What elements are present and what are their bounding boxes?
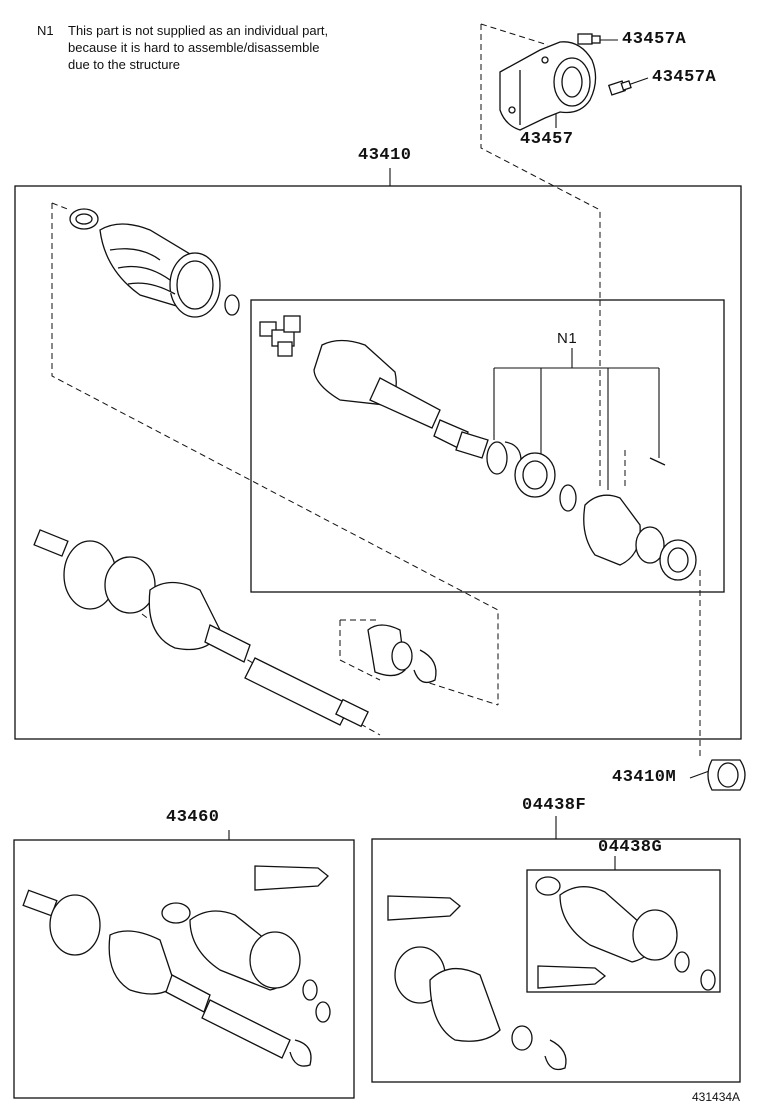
- n1-parts: [486, 441, 697, 581]
- dust-seal: [707, 759, 746, 791]
- inner-boot: [69, 208, 240, 318]
- frame-04438G: [526, 869, 721, 993]
- note-line: because it is hard to assemble/disassemb…: [68, 40, 320, 55]
- leader-lines: [228, 39, 713, 870]
- callout-outboard-kit[interactable]: 43460: [166, 808, 220, 827]
- callout-bolt-lower[interactable]: 43457A: [652, 68, 717, 87]
- note-text: This part is not supplied as an individu…: [68, 22, 398, 73]
- outboard-shaft: [33, 529, 369, 728]
- tripod-joint: [259, 315, 301, 357]
- callout-bolt-upper[interactable]: 43457A: [622, 30, 687, 49]
- bolt-upper: [577, 33, 601, 45]
- bolt-lower: [607, 80, 632, 96]
- callout-n1-marker: N1: [557, 330, 578, 347]
- kit-43460-parts: [22, 865, 331, 1067]
- frame-43460: [13, 839, 355, 1099]
- callout-boot-kit-inner[interactable]: 04438G: [598, 838, 663, 857]
- inner-boot-small: [367, 624, 437, 684]
- note-line: due to the structure: [68, 57, 181, 72]
- kit-04438F-parts: [387, 895, 567, 1071]
- callout-boot-kit[interactable]: 04438F: [522, 796, 587, 815]
- callout-shaft-assembly[interactable]: 43410: [358, 146, 412, 165]
- kit-04438G-parts: [535, 876, 716, 991]
- figure-reference: 431434A: [692, 1090, 741, 1104]
- inner-housing-shaft: [313, 339, 489, 459]
- bracket-part: [499, 41, 597, 131]
- callout-bracket[interactable]: 43457: [520, 130, 574, 149]
- callout-dust-seal[interactable]: 43410M: [612, 768, 677, 787]
- note-key: N1: [37, 23, 54, 38]
- frame-inner-joint: [250, 299, 725, 593]
- frame-43410: [14, 185, 742, 740]
- note-line: This part is not supplied as an individu…: [68, 23, 329, 38]
